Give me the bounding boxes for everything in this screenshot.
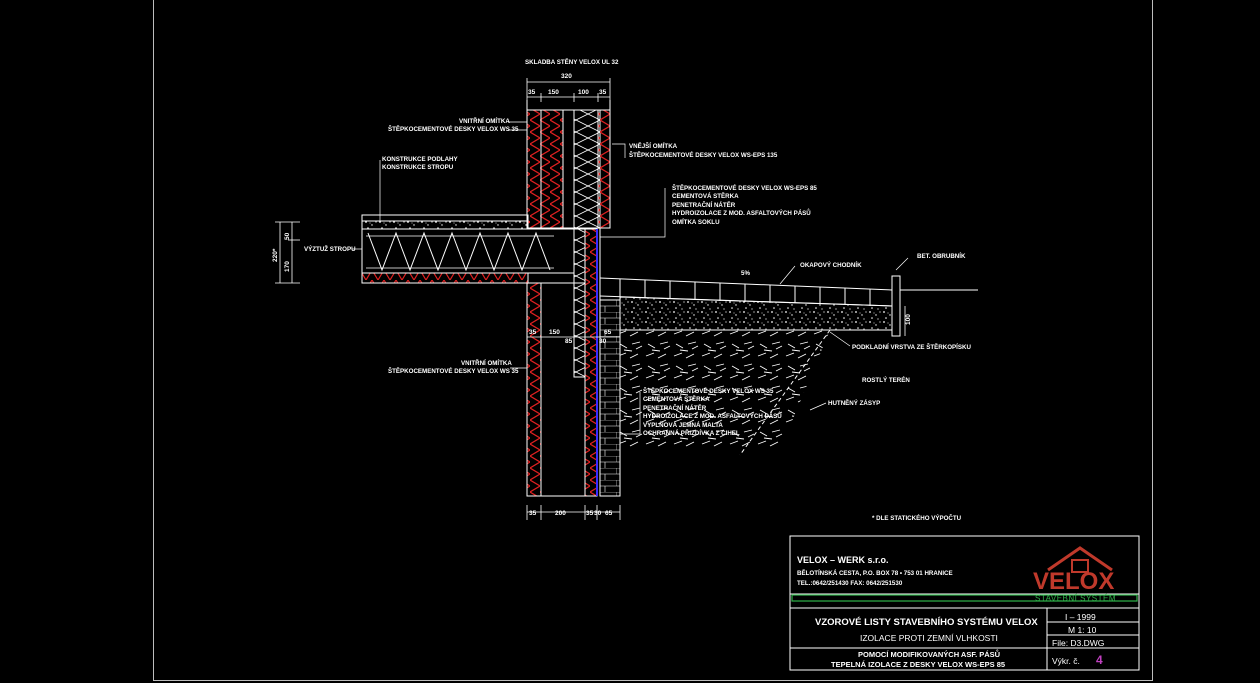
concrete-curb: [891, 275, 901, 337]
label-plinth-coating: PENETRAČNÍ NÁTĚR: [672, 201, 736, 209]
dim-total-top: 320: [561, 73, 572, 80]
company-address: BĚLOTÍNSKÁ CESTA, P.O. BOX 78 • 753 01 H…: [797, 569, 953, 577]
terrain: [599, 275, 978, 456]
label-base-coating: PENETRAČNÍ NÁTĚR: [643, 404, 707, 412]
floor-screed: [361, 220, 529, 230]
label-plinth-screed: CEMENTOVÁ STĚRKA: [672, 192, 739, 200]
drawing-date: I – 1999: [1065, 612, 1096, 622]
sheet-number: 4: [1096, 653, 1103, 667]
lower-wall-outer-board: [584, 228, 598, 497]
dim-bottom-c: 35: [586, 510, 594, 517]
dim-mid-d: 85: [565, 338, 573, 345]
label-curb: BET. OBRUBNÍK: [917, 252, 966, 260]
label-ceiling-reinforcement: VÝZTUŽ STROPU: [304, 245, 356, 253]
drawing-title: IZOLACE PROTI ZEMNÍ VLHKOSTI: [860, 633, 998, 643]
wall-composition-title: SKLADBA STĚNY VELOX UL 32: [525, 58, 619, 66]
logo-text: VELOX: [1033, 568, 1114, 595]
label-backfill: HUTNĚNÝ ZÁSYP: [828, 399, 880, 407]
dim-mid-c: 65: [604, 329, 612, 336]
dim-left-outer: 220*: [272, 248, 279, 262]
label-base-protection: OCHRANNÁ PŘIZDÍVKA Z CIHEL: [643, 429, 740, 437]
upper-wall-concrete: [562, 109, 575, 229]
label-base-mortar: VYPLŇOVÁ JEMNÁ MALTA: [643, 421, 723, 429]
upper-wall-insulation: [573, 109, 601, 229]
title-block-text: VELOX – WERK s.r.o. BĚLOTÍNSKÁ CESTA, P.…: [797, 555, 1116, 669]
dim-left-lower: 170: [284, 261, 291, 272]
label-inner-board-top: ŠTĚPKOCEMENTOVÉ DESKY VELOX WS 35: [388, 125, 519, 133]
dim-top-c: 100: [578, 89, 589, 96]
sheet-label: Výkr. č.: [1052, 656, 1080, 666]
floor-finish: [361, 214, 529, 222]
dim-left-upper: 50: [284, 232, 291, 240]
drawing-labels: SKLADBA STĚNY VELOX UL 32 320 35 150 100…: [272, 58, 971, 522]
company-phone: TEL.:0642/251430 FAX: 0642/251530: [797, 580, 903, 587]
label-outer-plaster: VNĚJŠÍ OMÍTKA: [629, 142, 678, 150]
dim-bottom-b: 200: [555, 510, 566, 517]
dim-top-d: 35: [599, 89, 607, 96]
logo-subtitle: STAVEBNÍ SYSTÉM: [1035, 594, 1116, 603]
subtitle-1: POMOCÍ MODIFIKOVANÝCH ASF. PÁSŮ: [858, 649, 1000, 659]
label-inner-plaster-bottom: VNITŘNÍ OMÍTKA: [461, 359, 512, 367]
dim-mid-a: 35: [529, 329, 537, 336]
label-sidewalk: OKAPOVÝ CHODNÍK: [800, 261, 862, 269]
floor-slab: [361, 214, 575, 284]
company-name: VELOX – WERK s.r.o.: [797, 555, 889, 565]
lower-wall-inner-board: [526, 282, 542, 497]
dim-gravel: 100: [905, 314, 912, 325]
label-inner-board-bottom: ŠTĚPKOCEMENTOVÉ DESKY VELOX WS 35: [388, 367, 519, 375]
drawing-file: File: D3.DWG: [1052, 638, 1104, 648]
slope-label: 5%: [741, 270, 750, 277]
label-ceiling-construction: KONSTRUKCE STROPU: [382, 164, 454, 171]
label-plinth-waterproofing: HYDROIZOLACE Z MOD. ASFALTOVÝCH PÁSŮ: [672, 209, 811, 217]
sidewalk-top: [599, 277, 893, 291]
label-inner-plaster-top: VNITŘNÍ OMÍTKA: [459, 117, 510, 125]
lower-wall: [526, 228, 621, 497]
label-native-soil: ROSTLÝ TERÉN: [862, 376, 910, 384]
dim-mid-b: 150: [549, 329, 560, 336]
upper-wall-inner-board: [526, 109, 564, 229]
green-stripe: [791, 594, 1138, 602]
backfill-soil: [620, 330, 830, 450]
label-outer-board: ŠTĚPKOCEMENTOVÉ DESKY VELOX WS-EPS 135: [629, 151, 778, 159]
dim-bottom-d: 30: [594, 510, 602, 517]
label-floor-construction: KONSTRUKCE PODLAHY: [382, 156, 459, 163]
subtitle-2: TEPELNÁ IZOLACE Z DESKY VELOX WS-EPS 85: [831, 660, 1005, 669]
dim-mid-e: 30: [599, 338, 607, 345]
label-base-screed: CEMENTOVÁ STĚRKA: [643, 395, 710, 403]
dim-bottom-a: 35: [529, 510, 537, 517]
series-title: VZOROVÉ LISTY STAVEBNÍHO SYSTÉMU VELOX: [815, 617, 1038, 628]
label-plinth-board: ŠTĚPKOCEMENTOVÉ DESKY VELOX WS-EPS 85: [672, 184, 817, 192]
dim-top-b: 150: [548, 89, 559, 96]
upper-wall: [526, 100, 611, 229]
dimensions: [275, 78, 906, 520]
title-block: [789, 535, 1140, 671]
leader-lines: [352, 121, 909, 435]
dim-bottom-e: 65: [605, 510, 613, 517]
label-plinth-plaster: OMÍTKA SOKLU: [672, 218, 720, 226]
label-gravel-base: PODKLADNÍ VRSTVA ZE ŠTĚRKOPÍSKU: [852, 343, 971, 351]
gravel-base: [619, 296, 893, 331]
logo-window: [1071, 559, 1089, 573]
drawing-sheet-border: [153, 0, 1153, 681]
label-base-waterproofing: HYDROIZOLACE Z MOD. ASFALTOVÝCH PÁSŮ: [643, 412, 782, 420]
footnote: * DLE STATICKÉHO VÝPOČTU: [872, 514, 962, 522]
logo-roof: [1047, 546, 1113, 572]
drawing-scale: M 1: 10: [1068, 625, 1097, 635]
plinth-insulation: [573, 228, 586, 378]
upper-wall-outer-board: [597, 109, 611, 229]
ceiling-underside-board: [361, 272, 529, 284]
dim-top-a: 35: [528, 89, 536, 96]
label-base-board: ŠTĚPKOCEMENTOVÉ DESKY VELOX WS 35: [643, 387, 774, 395]
